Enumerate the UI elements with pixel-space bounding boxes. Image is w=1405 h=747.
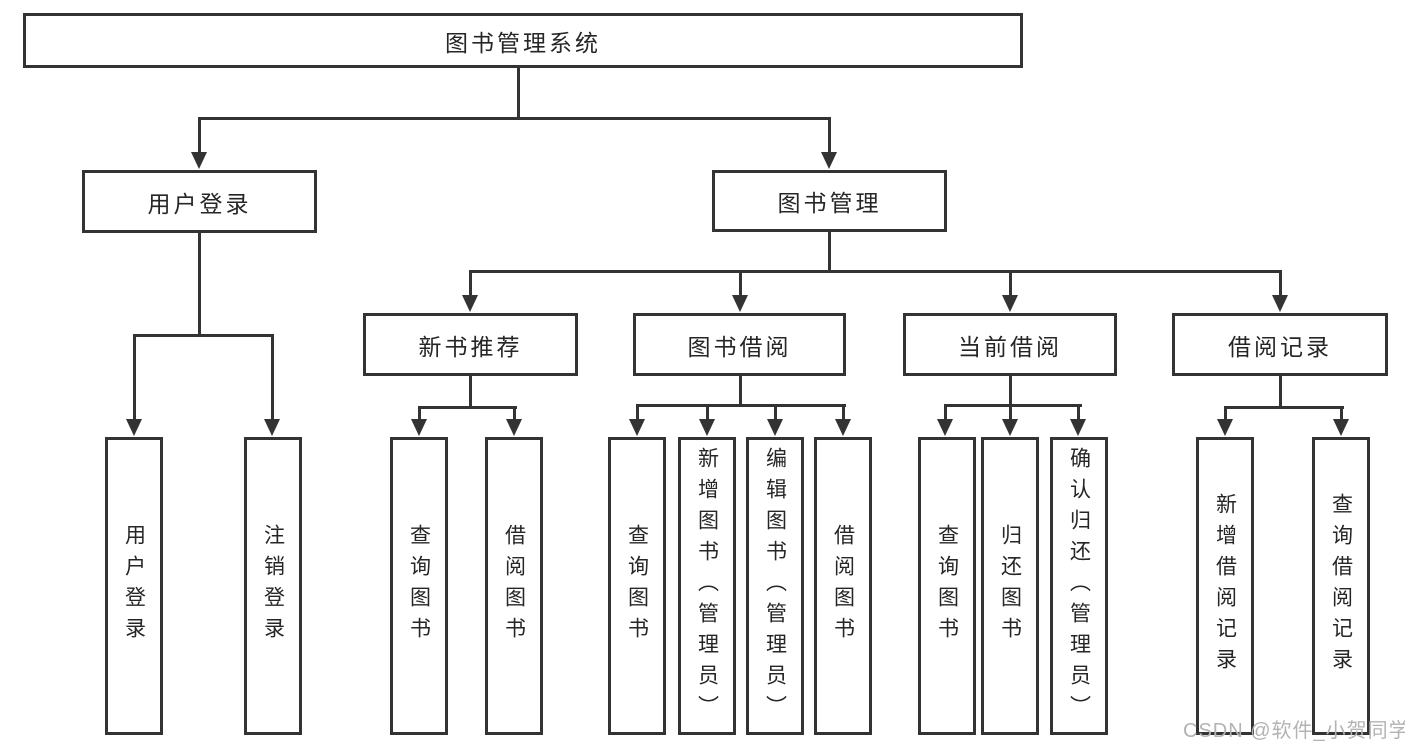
connector-line: [418, 406, 517, 409]
connector-line: [418, 406, 421, 421]
connector-line: [739, 376, 742, 407]
connector-line: [469, 270, 1282, 273]
connector-line: [133, 334, 136, 421]
arrowhead-down: [937, 419, 953, 436]
leaf-user-login: 用户登录: [105, 437, 163, 735]
connector-line: [706, 404, 709, 421]
node-book-management: 图书管理: [712, 170, 947, 232]
leaf-borrow-books-borrow: 借阅图书: [814, 437, 872, 735]
leaf-add-books-admin: 新增图书（管理员）: [678, 437, 736, 735]
node-new-book-recommend: 新书推荐: [363, 313, 578, 376]
connector-line: [198, 117, 831, 120]
connector-line: [469, 270, 472, 297]
leaf-edit-books-admin: 编辑图书（管理员）: [746, 437, 804, 735]
leaf-confirm-return-admin: 确认归还（管理员）: [1050, 437, 1108, 735]
connector-line: [1009, 404, 1012, 421]
leaf-return-books: 归还图书: [981, 437, 1039, 735]
connector-line: [133, 334, 274, 337]
watermark-csdn: CSDN @软件_小贺同学: [1183, 720, 1405, 742]
leaf-borrow-books-recommend: 借阅图书: [485, 437, 543, 735]
arrowhead-down: [1272, 295, 1288, 312]
arrowhead-down: [126, 419, 142, 436]
arrowhead-down: [629, 419, 645, 436]
connector-line: [739, 270, 742, 297]
arrowhead-down: [1333, 419, 1349, 436]
connector-line: [271, 334, 274, 421]
node-user-login: 用户登录: [82, 170, 317, 233]
connector-line: [1340, 406, 1343, 421]
node-borrow-records: 借阅记录: [1172, 313, 1388, 376]
arrowhead-down: [732, 295, 748, 312]
connector-line: [1009, 270, 1012, 297]
arrowhead-down: [821, 152, 837, 169]
connector-line: [828, 117, 831, 155]
arrowhead-down: [191, 152, 207, 169]
connector-line: [1077, 404, 1080, 421]
connector-line: [944, 404, 1082, 407]
connector-line: [1009, 376, 1012, 407]
arrowhead-down: [1070, 419, 1086, 436]
arrowhead-down: [767, 419, 783, 436]
connector-line: [517, 68, 520, 120]
connector-line: [513, 406, 516, 421]
leaf-query-books-current: 查询图书: [918, 437, 976, 735]
leaf-query-books-borrow: 查询图书: [608, 437, 666, 735]
leaf-query-borrow-record: 查询借阅记录: [1312, 437, 1370, 735]
arrowhead-down: [699, 419, 715, 436]
connector-line: [774, 404, 777, 421]
arrowhead-down: [462, 295, 478, 312]
connector-line: [198, 233, 201, 337]
arrowhead-down: [506, 419, 522, 436]
leaf-query-books-recommend: 查询图书: [390, 437, 448, 735]
arrowhead-down: [411, 419, 427, 436]
arrowhead-down: [835, 419, 851, 436]
connector-line: [1224, 406, 1344, 409]
connector-line: [828, 232, 831, 273]
connector-line: [636, 404, 846, 407]
connector-line: [1279, 270, 1282, 297]
leaf-logout: 注销登录: [244, 437, 302, 735]
arrowhead-down: [264, 419, 280, 436]
node-book-borrow: 图书借阅: [633, 313, 846, 376]
connector-line: [944, 404, 947, 421]
arrowhead-down: [1002, 295, 1018, 312]
connector-line: [636, 404, 639, 421]
node-current-borrow: 当前借阅: [903, 313, 1117, 376]
arrowhead-down: [1217, 419, 1233, 436]
connector-line: [198, 117, 201, 155]
connector-line: [1224, 406, 1227, 421]
arrowhead-down: [1002, 419, 1018, 436]
connector-line: [842, 404, 845, 421]
leaf-add-borrow-record: 新增借阅记录: [1196, 437, 1254, 735]
connector-line: [469, 376, 472, 409]
connector-line: [1279, 376, 1282, 409]
node-library-system: 图书管理系统: [23, 13, 1023, 68]
